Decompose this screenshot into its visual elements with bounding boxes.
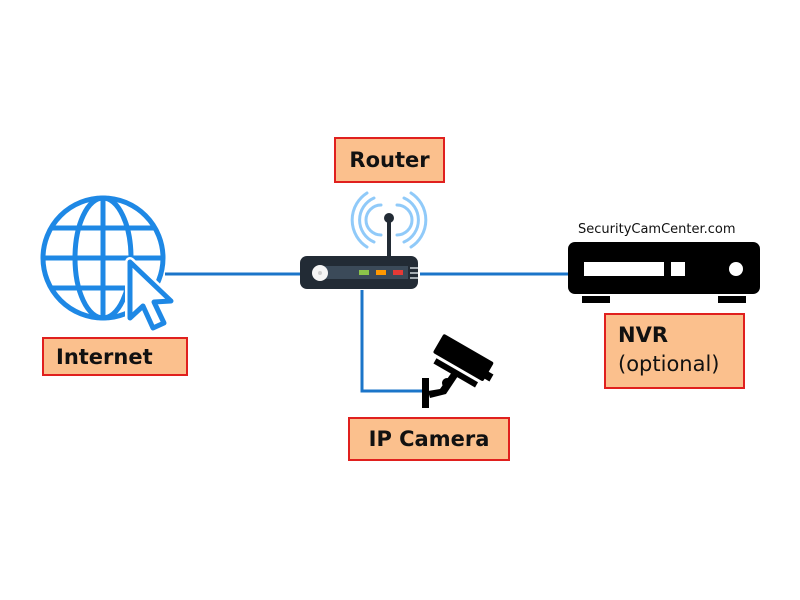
label-router: Router [334, 137, 445, 183]
wifi-signal-icon [350, 191, 428, 249]
label-nvr-sublabel: (optional) [618, 352, 720, 376]
label-nvr: NVR (optional) [604, 313, 745, 389]
cursor-arrow-icon [125, 257, 176, 333]
watermark-text: SecurityCamCenter.com [578, 222, 736, 237]
link-router-camera [360, 290, 425, 393]
label-router-text: Router [349, 148, 430, 172]
label-nvr-text: NVR [618, 323, 668, 347]
label-ip-camera-text: IP Camera [368, 427, 490, 451]
wifi-router-icon [300, 191, 428, 289]
nvr-recorder-icon [568, 242, 760, 303]
label-internet: Internet [42, 337, 188, 376]
security-camera-icon [422, 334, 494, 408]
label-internet-text: Internet [56, 344, 153, 369]
label-ip-camera: IP Camera [348, 417, 510, 461]
